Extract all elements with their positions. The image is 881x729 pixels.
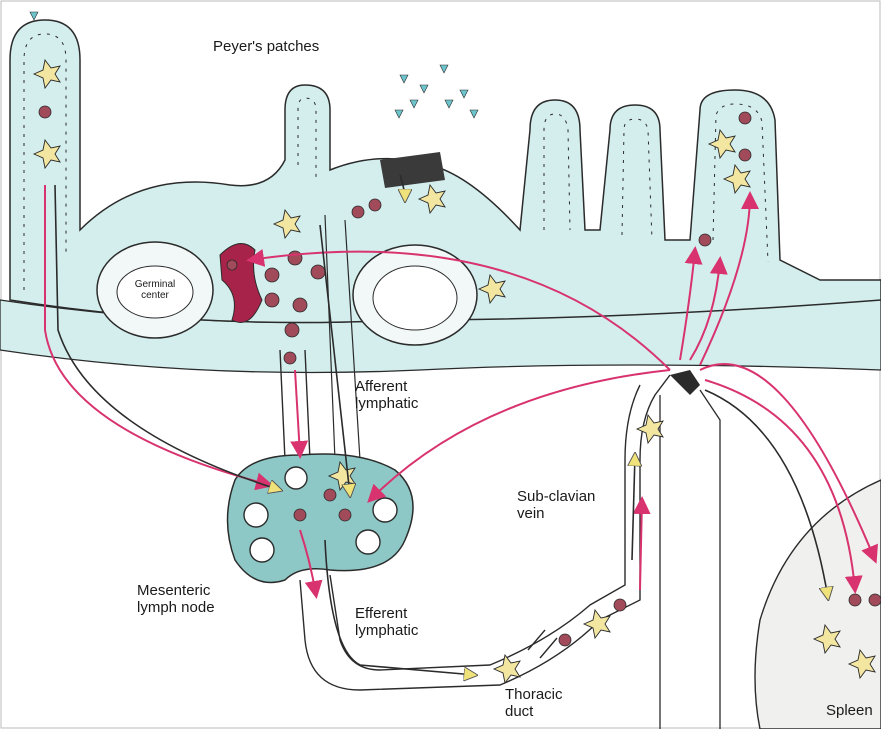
label-mesenteric-lymph-node: Mesenteric lymph node bbox=[137, 582, 215, 616]
label-sub-clavian-vein: Sub-clavian vein bbox=[517, 488, 595, 522]
sub-clavian-vein bbox=[670, 370, 700, 395]
label-afferent-lymphatic: Afferent lymphatic bbox=[355, 378, 418, 412]
antigen-particles bbox=[30, 12, 478, 118]
label-germinal-center: Germinal center bbox=[126, 279, 184, 301]
label-efferent-lymphatic: Efferent lymphatic bbox=[355, 605, 418, 639]
label-peyers-patches: Peyer's patches bbox=[213, 38, 319, 55]
label-spleen: Spleen bbox=[826, 702, 873, 719]
label-thoracic-duct: Thoracic duct bbox=[505, 686, 563, 720]
spleen-organ bbox=[755, 480, 881, 729]
